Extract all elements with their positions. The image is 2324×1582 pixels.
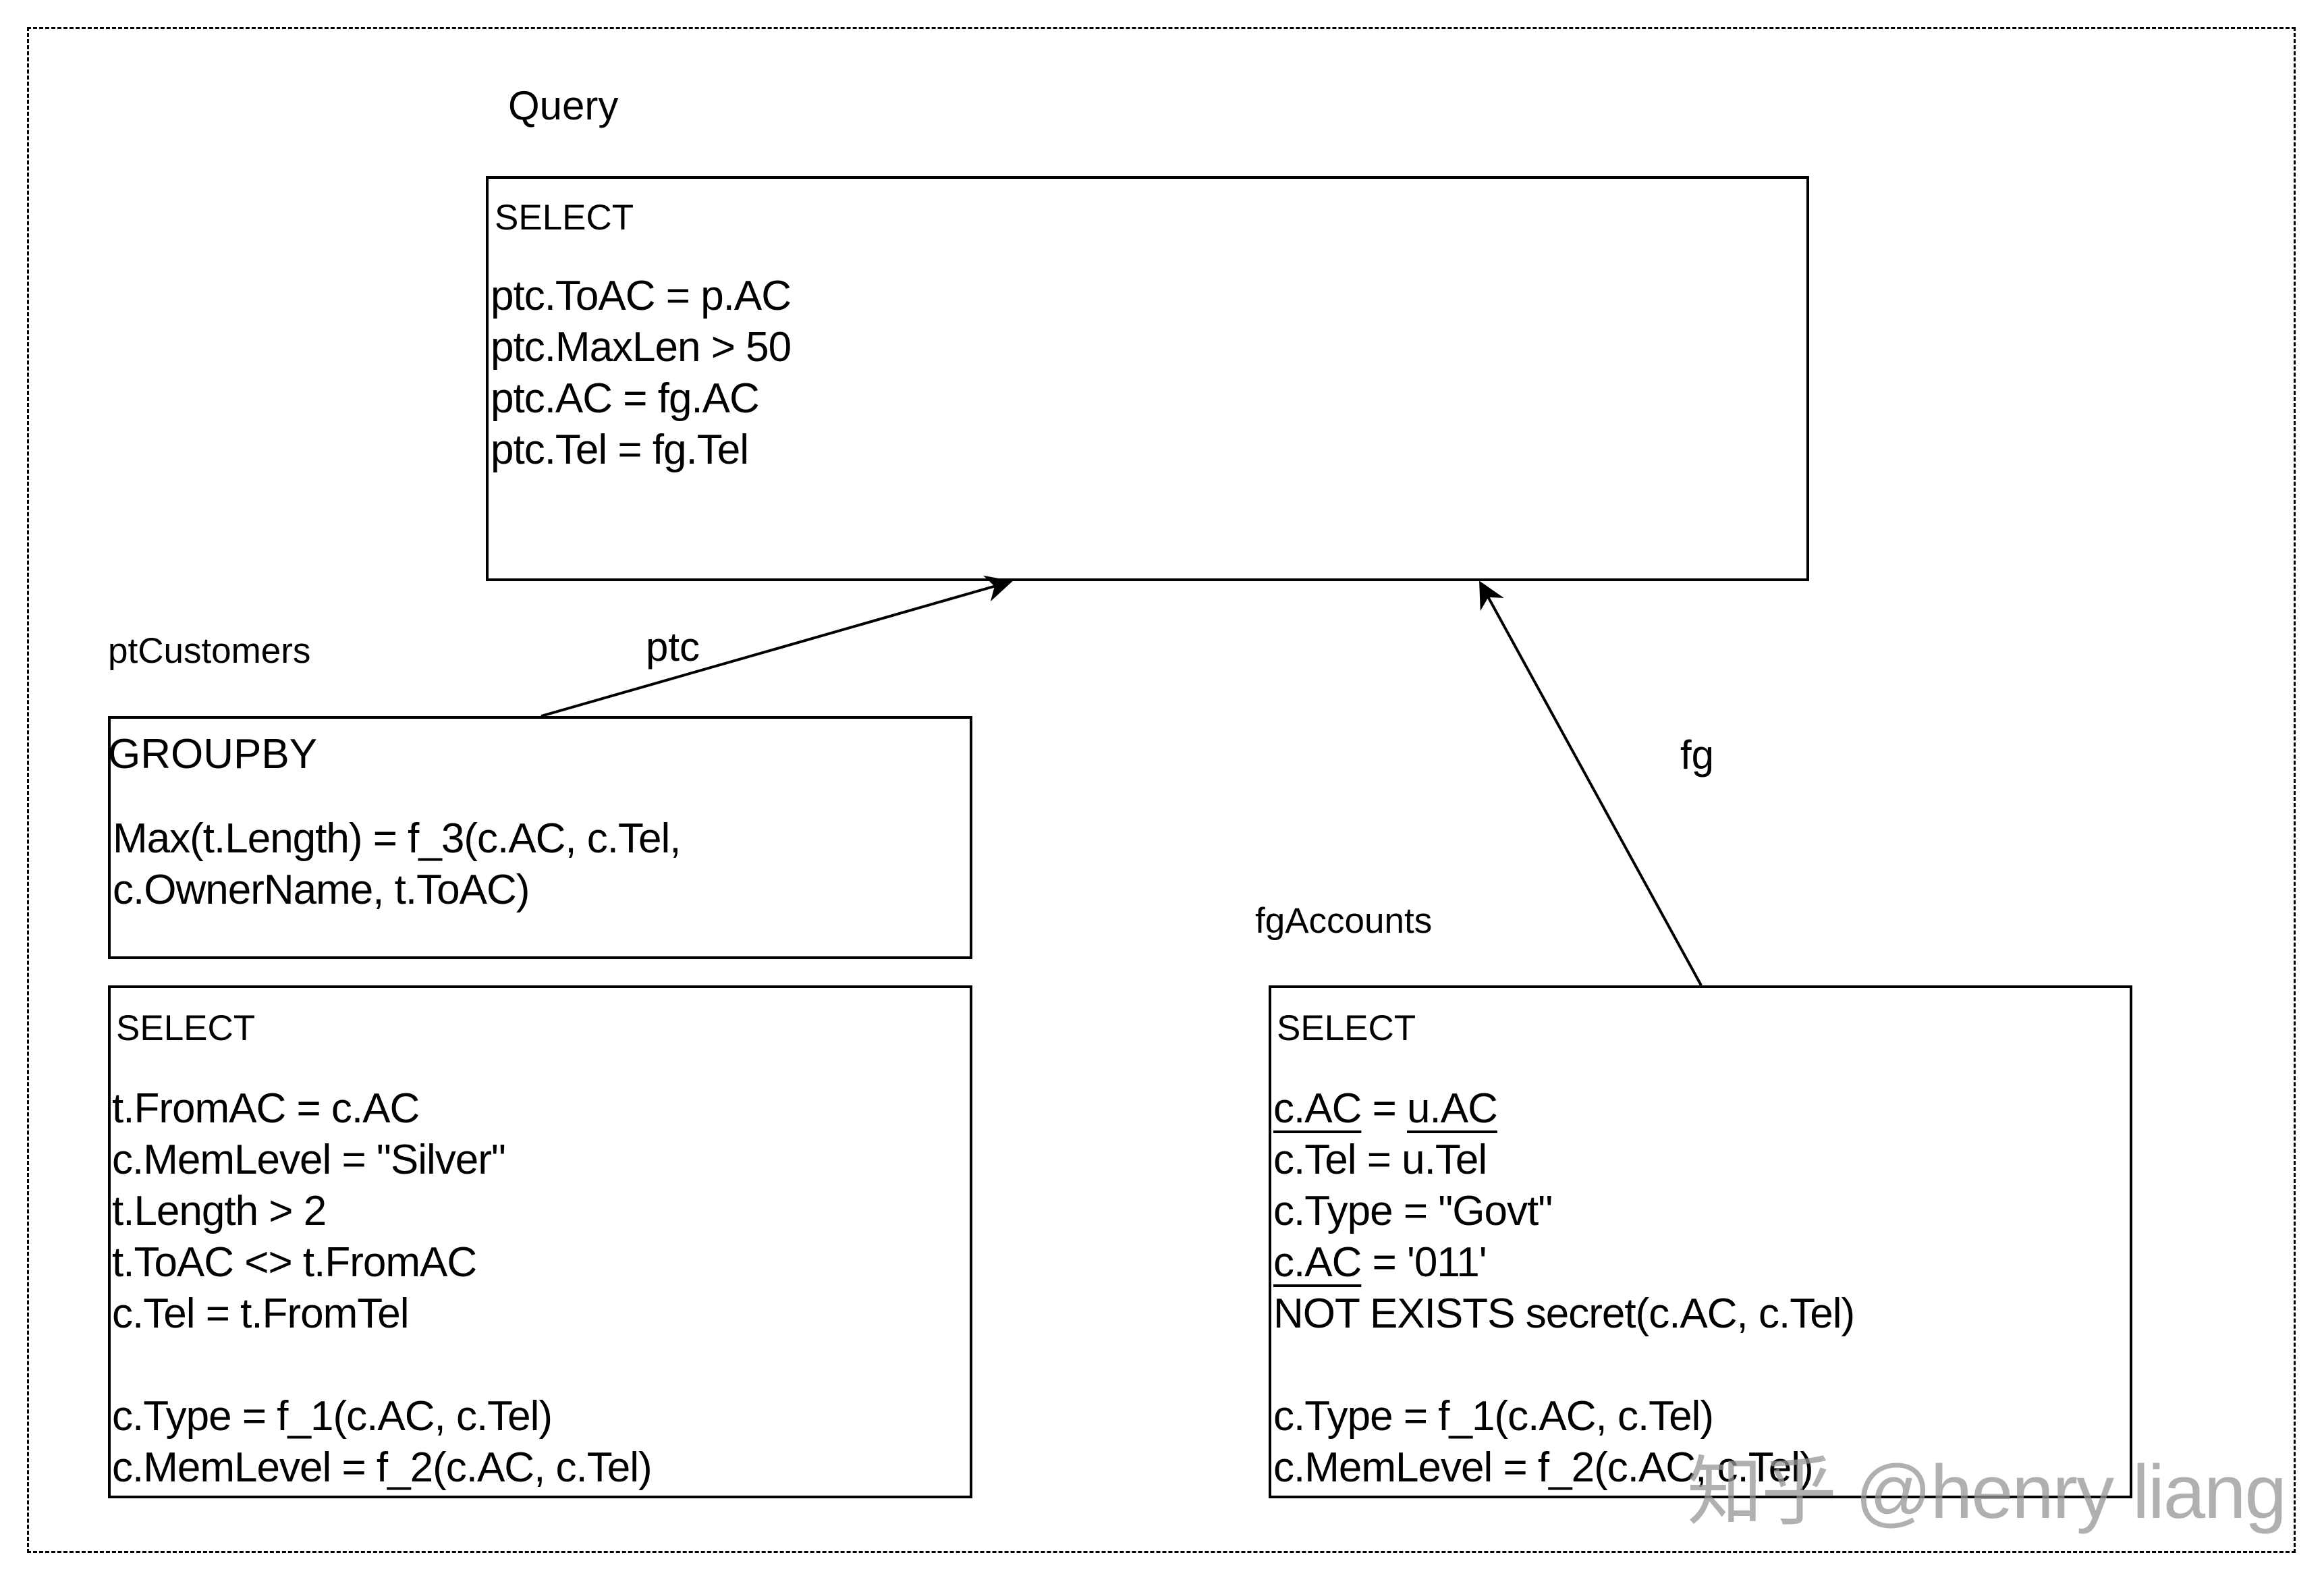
underlined-term: u.AC: [1407, 1085, 1498, 1132]
fg-select-box: [1269, 985, 2132, 1498]
condition-line: c.MemLevel = f_2(c.AC, c.Tel): [1273, 1444, 1814, 1491]
condition-line: t.Length > 2: [112, 1188, 327, 1234]
groupby-header: GROUPBY: [108, 731, 318, 778]
condition-line: c.Type = f_1(c.AC, c.Tel): [112, 1393, 553, 1440]
edge-ptc-arrow: [541, 575, 1013, 717]
edge-label-fg: fg: [1680, 732, 1715, 778]
fgaccounts-title: fgAccounts: [1255, 901, 1433, 941]
underlined-term: c.AC: [1273, 1239, 1362, 1286]
ptcustomers-title: ptCustomers: [108, 631, 311, 671]
dashed-frame: [27, 27, 2296, 1553]
condition-line: c.Type = "Govt": [1273, 1188, 1553, 1234]
blank-line: [112, 1340, 652, 1391]
condition-line: c.Tel = u.Tel: [1273, 1137, 1487, 1183]
query-box: [486, 176, 1809, 581]
condition-line: t.ToAC <> t.FromAC: [112, 1239, 477, 1286]
watermark: 知乎 @henry liang: [1687, 1450, 2287, 1534]
condition-line: ptc.MaxLen > 50: [491, 324, 792, 371]
condition-line: NOT EXISTS secret(c.AC, c.Tel): [1273, 1290, 1855, 1337]
condition-line: c.Tel = t.FromTel: [112, 1290, 409, 1337]
ptc-select-header: SELECT: [116, 1008, 256, 1048]
fg-select-header: SELECT: [1277, 1008, 1416, 1048]
condition-line: c.MemLevel = f_2(c.AC, c.Tel): [112, 1444, 653, 1491]
condition-line: ptc.Tel = fg.Tel: [491, 427, 749, 473]
condition-line: ptc.ToAC = p.AC: [491, 273, 792, 319]
equals: =: [1361, 1085, 1408, 1132]
groupby-line: c.OwnerName, t.ToAC): [113, 867, 530, 913]
edge-label-ptc: ptc: [646, 624, 700, 670]
edge-fg-arrow: [1479, 580, 1703, 986]
condition-line: ptc.AC = fg.AC: [491, 375, 760, 422]
ptc-select-conditions: t.FromAC = c.AC c.MemLevel = "Silver" t.Le…: [112, 1083, 653, 1494]
underlined-term: c.AC: [1273, 1085, 1362, 1132]
groupby-box: [108, 716, 972, 959]
ptc-select-box: [108, 985, 972, 1498]
condition-line: c.AC = '011': [1273, 1237, 1854, 1288]
condition-line: c.AC = u.AC: [1273, 1083, 1854, 1135]
groupby-line: Max(t.Length) = f_3(c.AC, c.Tel,: [113, 815, 682, 862]
condition-line: c.MemLevel = "Silver": [112, 1137, 506, 1183]
groupby-expr: Max(t.Length) = f_3(c.AC, c.Tel, c.OwnerN…: [113, 813, 682, 916]
condition-line: c.Type = f_1(c.AC, c.Tel): [1273, 1393, 1714, 1440]
condition-rest: = '011': [1361, 1239, 1487, 1286]
blank-line: [1273, 1340, 1854, 1391]
query-select-header: SELECT: [495, 198, 634, 238]
condition-line: t.FromAC = c.AC: [112, 1085, 420, 1132]
query-title: Query: [508, 83, 619, 128]
